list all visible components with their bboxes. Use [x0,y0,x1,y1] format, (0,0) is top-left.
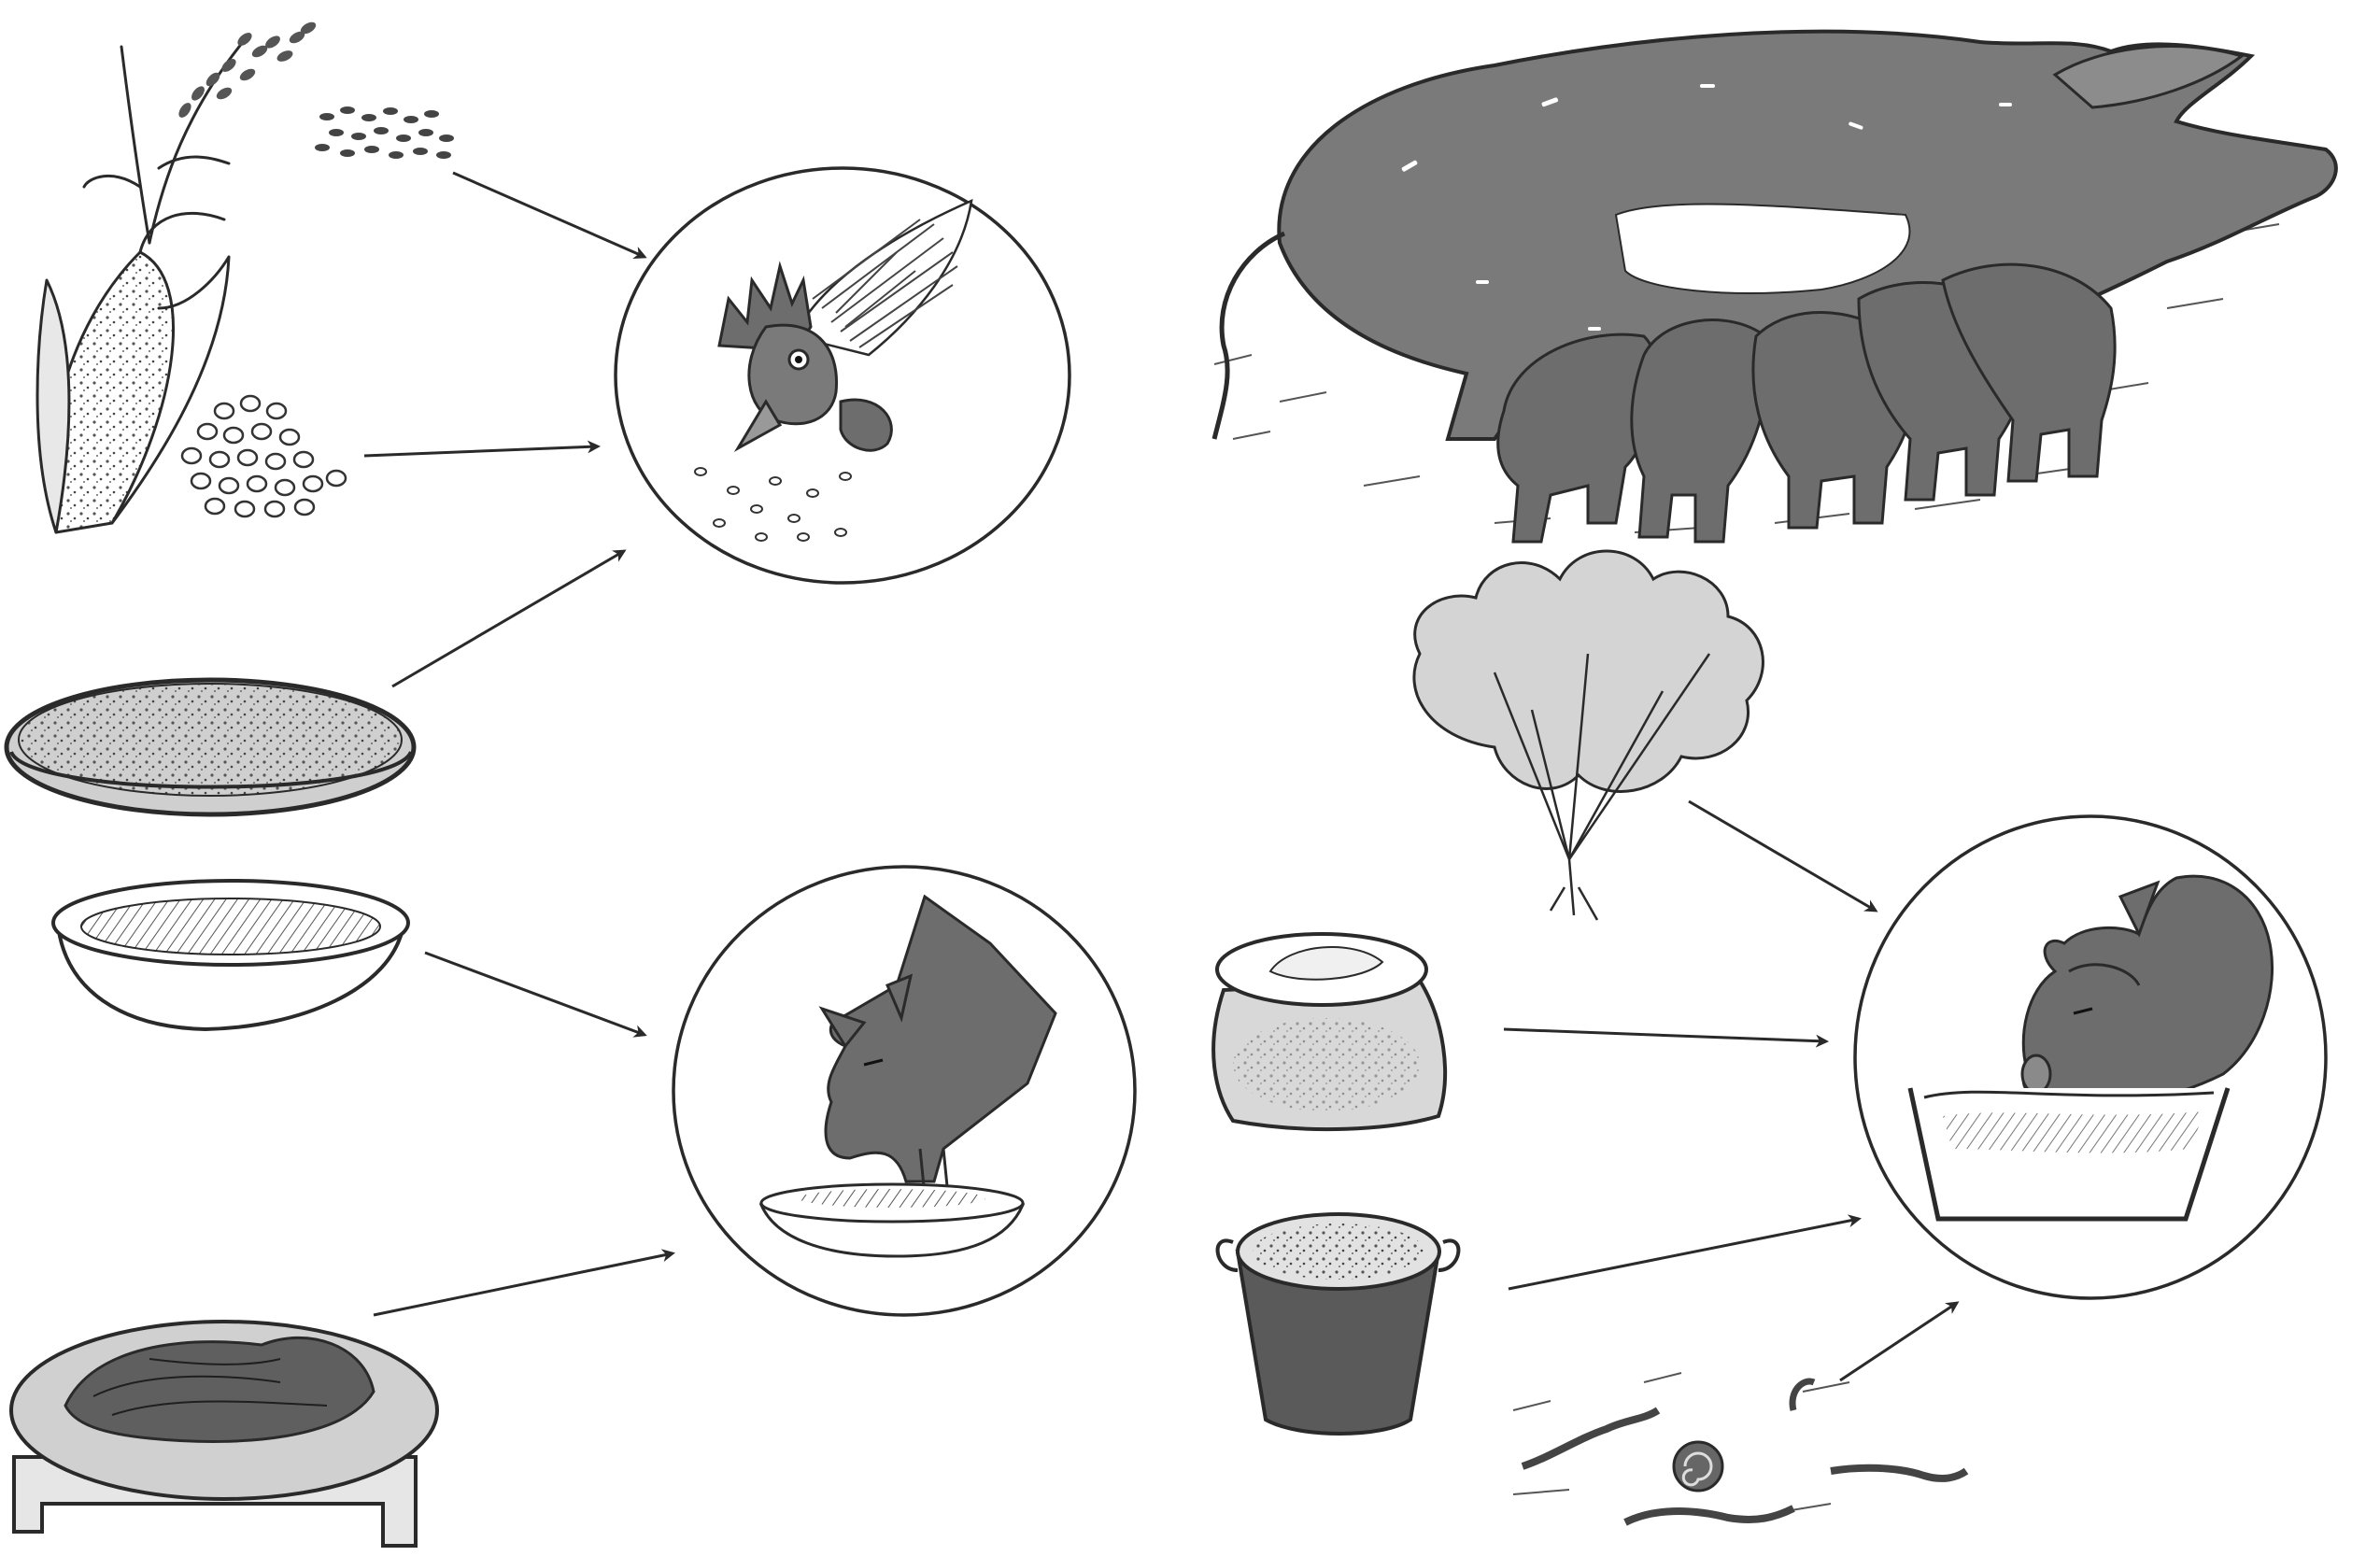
corn-kernels-icon [182,396,346,516]
trough-icon [1910,1088,2228,1219]
grains-icon [315,106,454,159]
arrow-vegetable-to-pig [1689,801,1876,911]
swill-bucket-icon [1218,1214,1459,1434]
arrow-worms-to-pig [1840,1303,1957,1380]
dog-feeding-circle [673,867,1135,1315]
arrow-bucket-to-pig [1509,1219,1859,1289]
food-bowl-icon [53,881,408,1029]
arrow-sack-to-pig [1504,1029,1826,1041]
pig-group [1213,551,2326,1522]
feed-sack-icon [1213,934,1445,1129]
arrow-kernels-to-chicken [364,446,598,456]
meat-board-icon [11,1322,437,1546]
leafy-vegetable-icon [1414,551,1764,920]
arrow-bowl-to-dog [425,953,645,1035]
sow-with-piglets-scene [1214,32,2336,542]
pig-feeding-circle [1855,816,2326,1298]
bran-tray-icon [7,680,414,814]
arrow-grains-to-chicken [453,173,645,257]
chicken-group [7,20,1070,814]
chicken-feeding-circle [616,168,1070,583]
arrow-meat-to-dog [374,1253,673,1315]
worms-snail-icon [1513,1373,1966,1522]
rice-plant-icon [84,20,318,243]
arrow-bran-to-chicken [392,551,624,686]
dog-group [11,867,1135,1546]
